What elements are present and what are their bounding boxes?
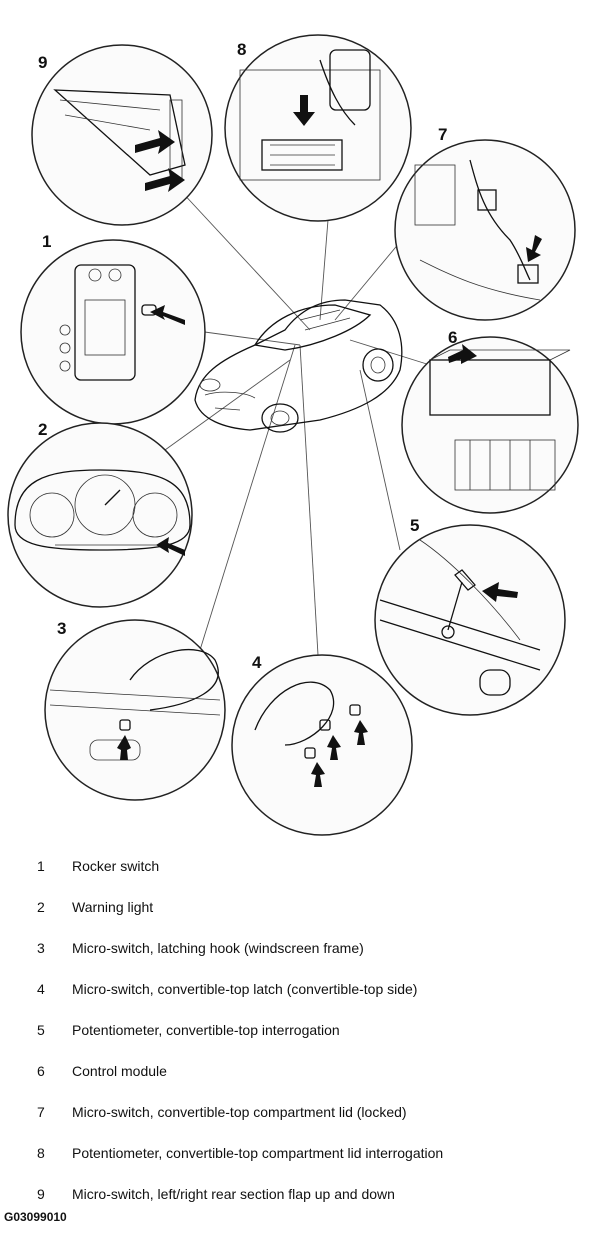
legend-number: 6 bbox=[37, 1063, 45, 1079]
legend-item: 5 Potentiometer, convertible-top interro… bbox=[0, 1019, 600, 1041]
legend-number: 9 bbox=[37, 1186, 45, 1202]
legend-item: 7 Micro-switch, convertible-top compartm… bbox=[0, 1101, 600, 1123]
legend-item: 4 Micro-switch, convertible-top latch (c… bbox=[0, 978, 600, 1000]
callout-number-9: 9 bbox=[38, 53, 47, 72]
detail-circle-5 bbox=[374, 524, 566, 716]
legend-label: Control module bbox=[72, 1063, 167, 1079]
callout-number-2: 2 bbox=[38, 420, 47, 439]
callout-number-6: 6 bbox=[448, 328, 457, 347]
detail-circle-2 bbox=[7, 422, 193, 608]
legend-label: Potentiometer, convertible-top compartme… bbox=[72, 1145, 444, 1161]
legend-number: 1 bbox=[37, 858, 45, 874]
callout-number-8: 8 bbox=[237, 40, 246, 59]
legend-label: Warning light bbox=[72, 899, 154, 915]
legend-number: 8 bbox=[37, 1145, 45, 1161]
legend-number: 4 bbox=[37, 981, 45, 997]
legend-item: 9 Micro-switch, left/right rear section … bbox=[0, 1183, 600, 1205]
legend-item: 2 Warning light bbox=[0, 896, 600, 918]
callout-number-1: 1 bbox=[42, 232, 51, 251]
detail-circle-7 bbox=[394, 139, 576, 321]
legend-item: 6 Control module bbox=[0, 1060, 600, 1082]
legend-number: 7 bbox=[37, 1104, 45, 1120]
callout-number-7: 7 bbox=[438, 125, 447, 144]
legend-number: 5 bbox=[37, 1022, 45, 1038]
legend-number: 3 bbox=[37, 940, 45, 956]
legend-number: 2 bbox=[37, 899, 45, 915]
figure-code: G03099010 bbox=[4, 1210, 67, 1224]
legend-label: Micro-switch, convertible-top latch (con… bbox=[72, 981, 418, 997]
legend-label: Rocker switch bbox=[72, 858, 160, 874]
convertible-car-illustration bbox=[194, 299, 403, 433]
detail-circle-4 bbox=[231, 654, 413, 836]
legend-item: 3 Micro-switch, latching hook (windscree… bbox=[0, 937, 600, 959]
detail-circle-1 bbox=[20, 239, 206, 425]
callout-number-4: 4 bbox=[252, 653, 262, 672]
detail-circle-6 bbox=[401, 336, 579, 514]
legend-label: Micro-switch, convertible-top compartmen… bbox=[72, 1104, 407, 1120]
legend-label: Micro-switch, latching hook (windscreen … bbox=[72, 940, 364, 956]
legend-label: Potentiometer, convertible-top interroga… bbox=[72, 1022, 340, 1038]
detail-circle-8 bbox=[224, 34, 412, 222]
legend-item: 1 Rocker switch bbox=[0, 855, 600, 877]
callout-number-5: 5 bbox=[410, 516, 419, 535]
detail-circle-3 bbox=[44, 619, 226, 801]
detail-circle-9 bbox=[31, 44, 213, 226]
callout-number-3: 3 bbox=[57, 619, 66, 638]
callout-numbers: 9 8 7 1 6 2 5 3 4 bbox=[38, 40, 457, 672]
component-location-diagram: 9 8 7 1 6 2 5 3 4 bbox=[7, 34, 579, 836]
legend-label: Micro-switch, left/right rear section fl… bbox=[72, 1186, 395, 1202]
legend-item: 8 Potentiometer, convertible-top compart… bbox=[0, 1142, 600, 1164]
